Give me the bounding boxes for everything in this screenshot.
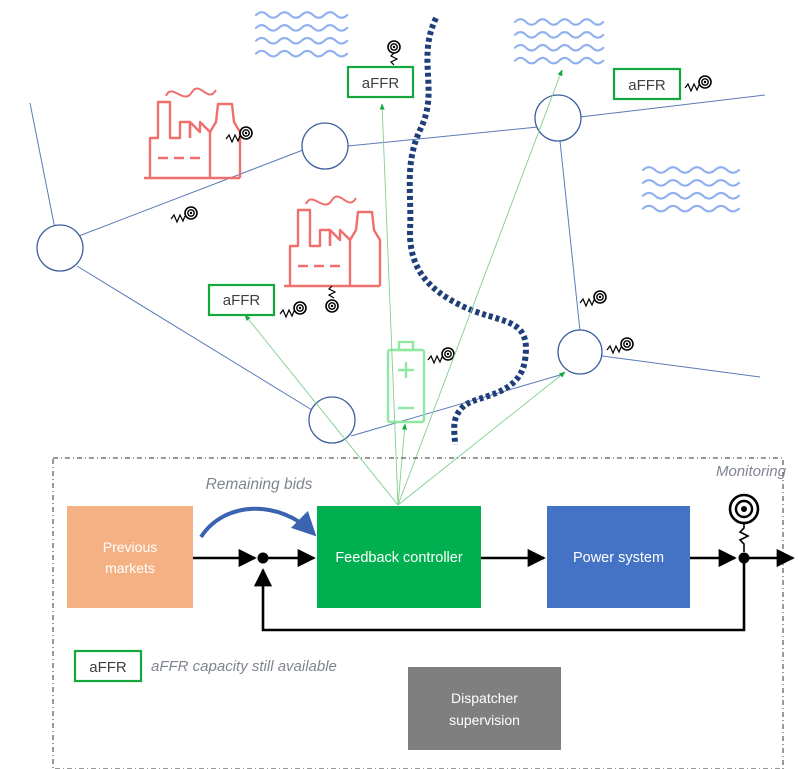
summing-junction — [257, 552, 269, 564]
monitoring-frame — [52, 457, 784, 769]
svg-text:Dispatcher: Dispatcher — [451, 690, 518, 706]
battery-icon — [386, 340, 426, 424]
grid-node — [301, 122, 349, 170]
water-waves-icon — [513, 18, 605, 65]
legend-text: aFFR capacity still available — [151, 658, 337, 675]
antenna-icon — [427, 347, 455, 364]
svg-text:aFFR: aFFR — [223, 292, 261, 309]
svg-text:Power system: Power system — [573, 550, 664, 566]
svg-text:Feedback controller: Feedback controller — [335, 550, 463, 566]
antenna-icon — [325, 285, 339, 313]
grid-node — [36, 224, 84, 272]
svg-text:aFFR: aFFR — [628, 77, 666, 94]
antenna-icon — [579, 290, 607, 307]
antenna-icon — [170, 206, 198, 223]
remaining-bids-label: Remaining bids — [206, 476, 313, 493]
previous-markets-block: Previous markets — [67, 506, 193, 608]
antenna-icon — [279, 301, 307, 318]
grid-nodes — [36, 94, 603, 444]
antenna-icon — [387, 40, 401, 66]
remaining-bids-arrow — [199, 506, 317, 539]
affr-box: aFFR — [207, 283, 276, 317]
factory-icon — [282, 195, 382, 288]
output-junction — [738, 552, 750, 564]
water-waves-icon — [254, 11, 349, 58]
national-border-line — [406, 16, 529, 446]
affr-box: aFFR — [612, 67, 682, 101]
power-system-block: Power system — [547, 506, 690, 608]
svg-text:markets: markets — [105, 560, 155, 576]
grid-lines — [29, 94, 766, 437]
factory-icon — [142, 87, 242, 180]
svg-text:aFFR: aFFR — [362, 75, 400, 92]
svg-text:Previous: Previous — [103, 539, 157, 555]
svg-text:supervision: supervision — [449, 712, 520, 728]
feedback-loop — [193, 522, 795, 632]
control-signal-arrows — [244, 69, 566, 506]
grid-node — [557, 329, 603, 375]
water-waves-icon — [641, 166, 741, 213]
antenna-icon — [606, 337, 634, 354]
affr-box: aFFR — [346, 65, 415, 99]
dispatcher-supervision-block: Dispatcher supervision — [408, 667, 561, 750]
feedback-controller-block: Feedback controller — [317, 506, 481, 608]
legend: aFFR aFFR capacity still available — [73, 649, 337, 683]
legend-affr-box — [73, 649, 143, 683]
grid-node — [534, 94, 582, 142]
monitoring-label: Monitoring — [716, 463, 787, 480]
svg-text:aFFR: aFFR — [89, 659, 127, 676]
antenna-icon — [728, 493, 760, 525]
grid-node — [308, 396, 356, 444]
antenna-icon — [684, 75, 712, 92]
